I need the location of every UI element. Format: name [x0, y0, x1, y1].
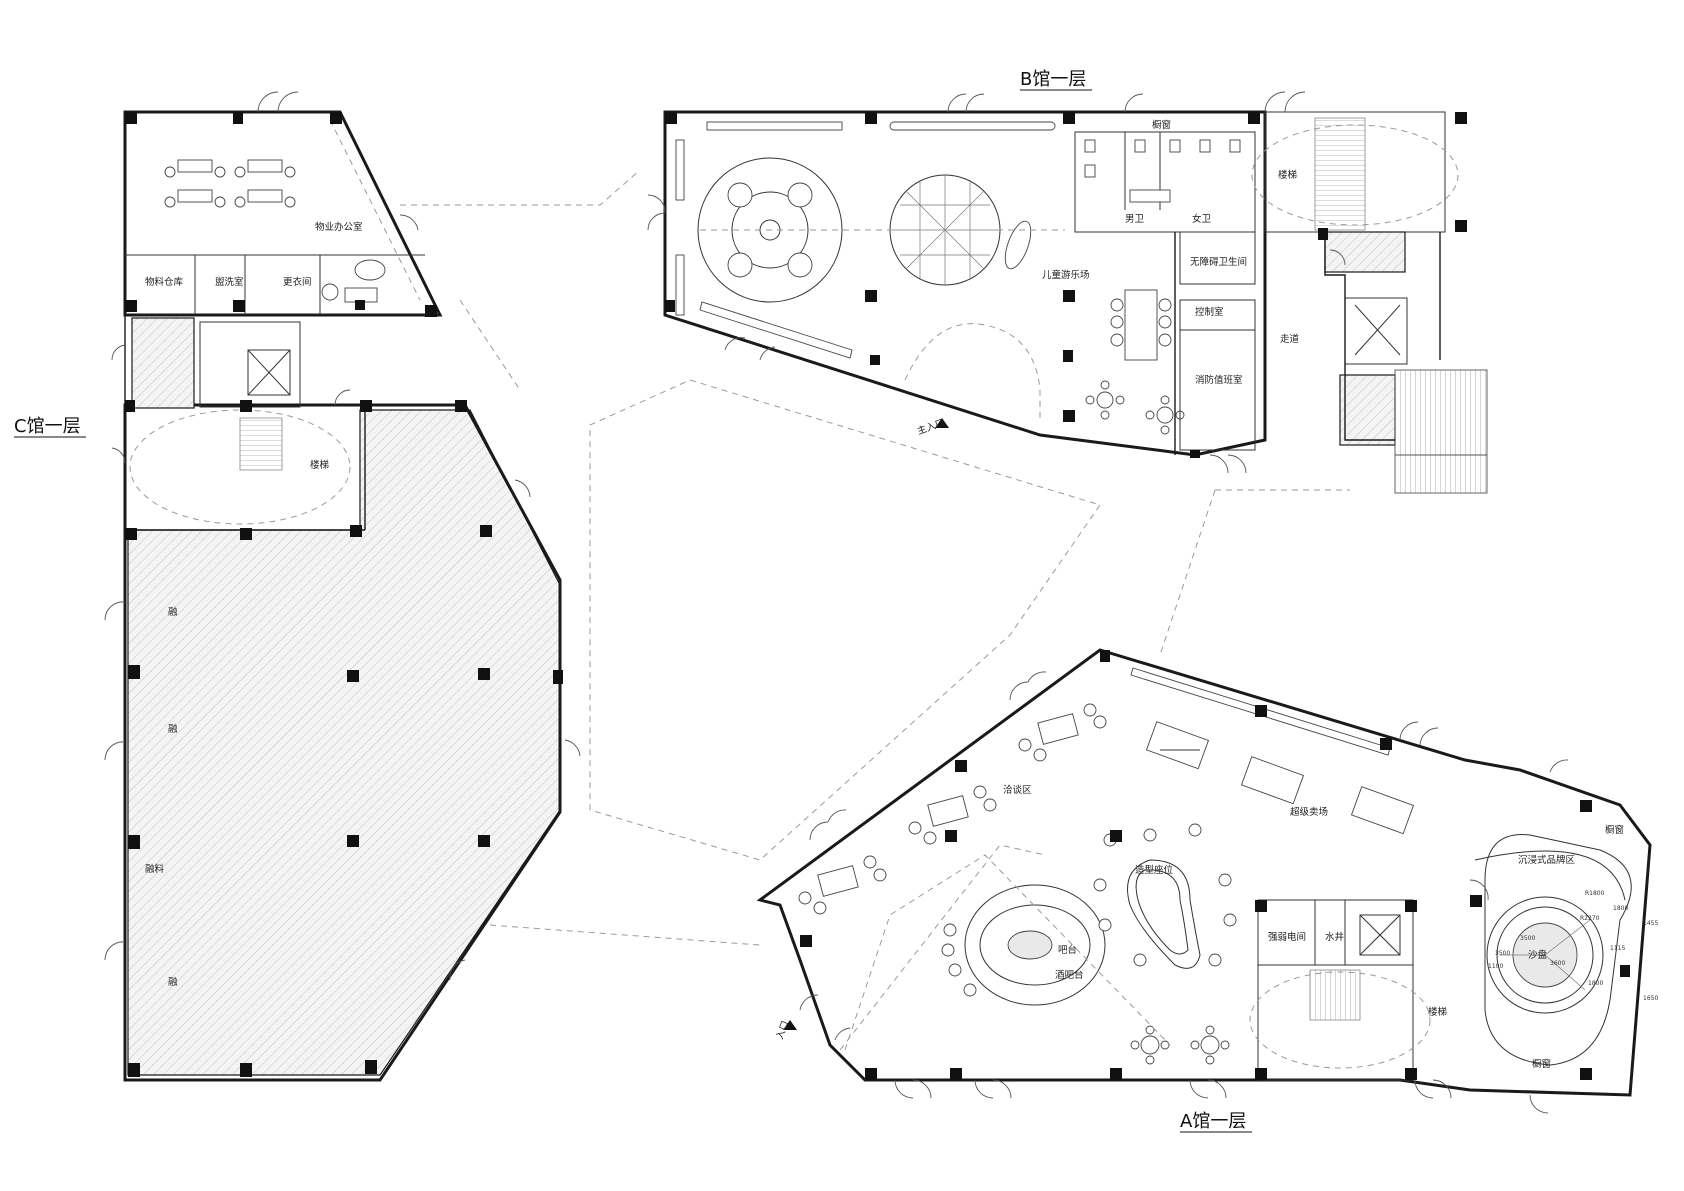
b-male-wc-label: 男卫 — [1125, 214, 1145, 225]
c-washroom-label: 盥洗室 — [215, 276, 244, 288]
c-hall-mark-2: 融 — [168, 724, 178, 735]
dimension-6: 1800 — [1613, 905, 1628, 912]
a-super-showroom-label: 超级卖场 — [1290, 806, 1328, 818]
dimension-11: 1650 — [1643, 995, 1658, 1002]
a-hall-columns — [800, 650, 1630, 1080]
dimension-9: R1800 — [1585, 890, 1605, 897]
a-immersive-brand-label: 沉浸式品牌区 — [1518, 854, 1576, 866]
a-hall-building — [756, 648, 1652, 1114]
a-stairs-label: 楼梯 — [1428, 1006, 1448, 1018]
c-hall-mark-1: 融 — [168, 607, 178, 618]
office-desks — [164, 159, 296, 208]
a-water-well-label: 水井 — [1325, 931, 1344, 943]
a-hall-title: A馆一层 — [1180, 1111, 1246, 1132]
a-bar-counter-label: 吧台 — [1058, 944, 1077, 956]
c-hall-title: C馆一层 — [14, 416, 81, 437]
dimension-7: 1800 — [1588, 980, 1603, 987]
dimension-5: 1115 — [1610, 945, 1625, 952]
dimension-1: 3500 — [1520, 935, 1535, 942]
a-window-label-2: 橱窗 — [1532, 1058, 1551, 1070]
a-entrance-label: 入口 — [774, 1019, 791, 1041]
b-corridor-label: 走道 — [1280, 333, 1300, 345]
b-hall-title: B馆一层 — [1020, 69, 1086, 90]
a-entrance-marker — [783, 1020, 797, 1030]
b-accessible-wc-label: 无障碍卫生间 — [1190, 256, 1247, 268]
a-sand-table-label: 沙盘 — [1528, 949, 1548, 961]
c-property-office-label: 物业办公室 — [315, 221, 363, 233]
a-negotiation-label: 洽谈区 — [1003, 784, 1032, 796]
dimension-10: 1455 — [1643, 920, 1658, 927]
c-hall-columns — [125, 112, 563, 1077]
dimension-4: 1100 — [1488, 963, 1503, 970]
b-hall-columns — [665, 112, 1467, 458]
b-control-room-label: 控制室 — [1195, 306, 1224, 318]
a-bar-counter-label-2: 酒吧台 — [1055, 969, 1084, 981]
b-main-entrance-label: 主入口 — [915, 416, 946, 437]
b-kids-playground-label: 儿童游乐场 — [1042, 269, 1090, 281]
a-feature-seats-label: 造型座位 — [1135, 864, 1174, 876]
a-pipe-shaft-label: 强弱电间 — [1268, 931, 1306, 943]
dimension-8: R2270 — [1580, 915, 1600, 922]
c-hall-building — [104, 91, 581, 1082]
b-window-label: 橱窗 — [1152, 119, 1171, 131]
b-female-wc-label: 女卫 — [1192, 213, 1212, 225]
b-hall-building — [647, 91, 1488, 494]
c-material-store-label: 物料仓库 — [145, 276, 184, 288]
c-hall-mark-4: 融 — [168, 977, 178, 988]
dimension-3: 3500 — [1495, 950, 1510, 957]
c-stairs-label: 楼梯 — [310, 459, 330, 471]
c-hall-mark-3: 融料 — [145, 863, 165, 875]
b-stairs-label: 楼梯 — [1278, 169, 1298, 181]
site-dashed-outlines — [329, 119, 1350, 1051]
c-locker-label: 更衣间 — [283, 276, 312, 288]
b-fire-duty-room-label: 消防值班室 — [1195, 374, 1243, 386]
b-entrance-marker — [935, 418, 949, 428]
a-window-label-1: 橱窗 — [1605, 824, 1624, 836]
dimension-2: 3600 — [1550, 960, 1565, 967]
negotiation-furniture — [798, 703, 1107, 915]
